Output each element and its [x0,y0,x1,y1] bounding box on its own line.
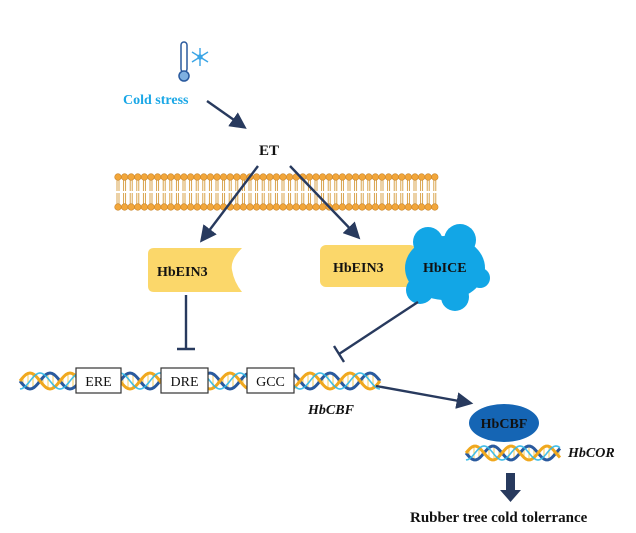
arrow-to-tolerance [500,473,521,502]
hbice-label: HbICE [423,261,467,276]
hbcor-gene-label: HbCOR [567,446,615,461]
ere-label: ERE [85,375,111,390]
arrow-cold-to-et [206,100,247,129]
cell-membrane [114,173,439,211]
arrow-et-to-ein3-right [289,165,361,240]
dre-label: DRE [171,375,199,390]
arrow-gene-to-hbcbf [375,384,474,409]
outcome-label: Rubber tree cold tolerrance [410,510,588,526]
gcc-element-box: GCC [246,367,295,394]
inhibition-complex-to-cbf [332,300,419,363]
hbcbf-gene-label: HbCBF [307,403,355,418]
arrow-et-to-ein3-left [199,165,259,243]
snowflake-icon [191,48,209,66]
hbein3-right-label: HbEIN3 [333,261,384,276]
hbein3-left-protein: HbEIN3 [148,248,242,292]
hbein3-left-label: HbEIN3 [157,265,208,280]
ere-element-box: ERE [75,367,122,394]
inhibition-ein3-to-dre [177,295,195,351]
et-label: ET [259,143,279,159]
dre-element-box: DRE [160,367,209,394]
cold-stress-label: Cold stress [123,93,189,108]
thermometer-icon [178,41,190,82]
hbein3-hbice-complex: HbEIN3 HbICE [320,224,490,311]
hbice-protein [405,224,490,311]
gcc-label: GCC [256,375,285,390]
hbein3-right-protein [320,245,416,287]
target-gene-dna-helix [464,444,562,462]
hbcbf-protein-label: HbCBF [481,417,528,432]
hbcbf-protein: HbCBF [469,404,539,442]
